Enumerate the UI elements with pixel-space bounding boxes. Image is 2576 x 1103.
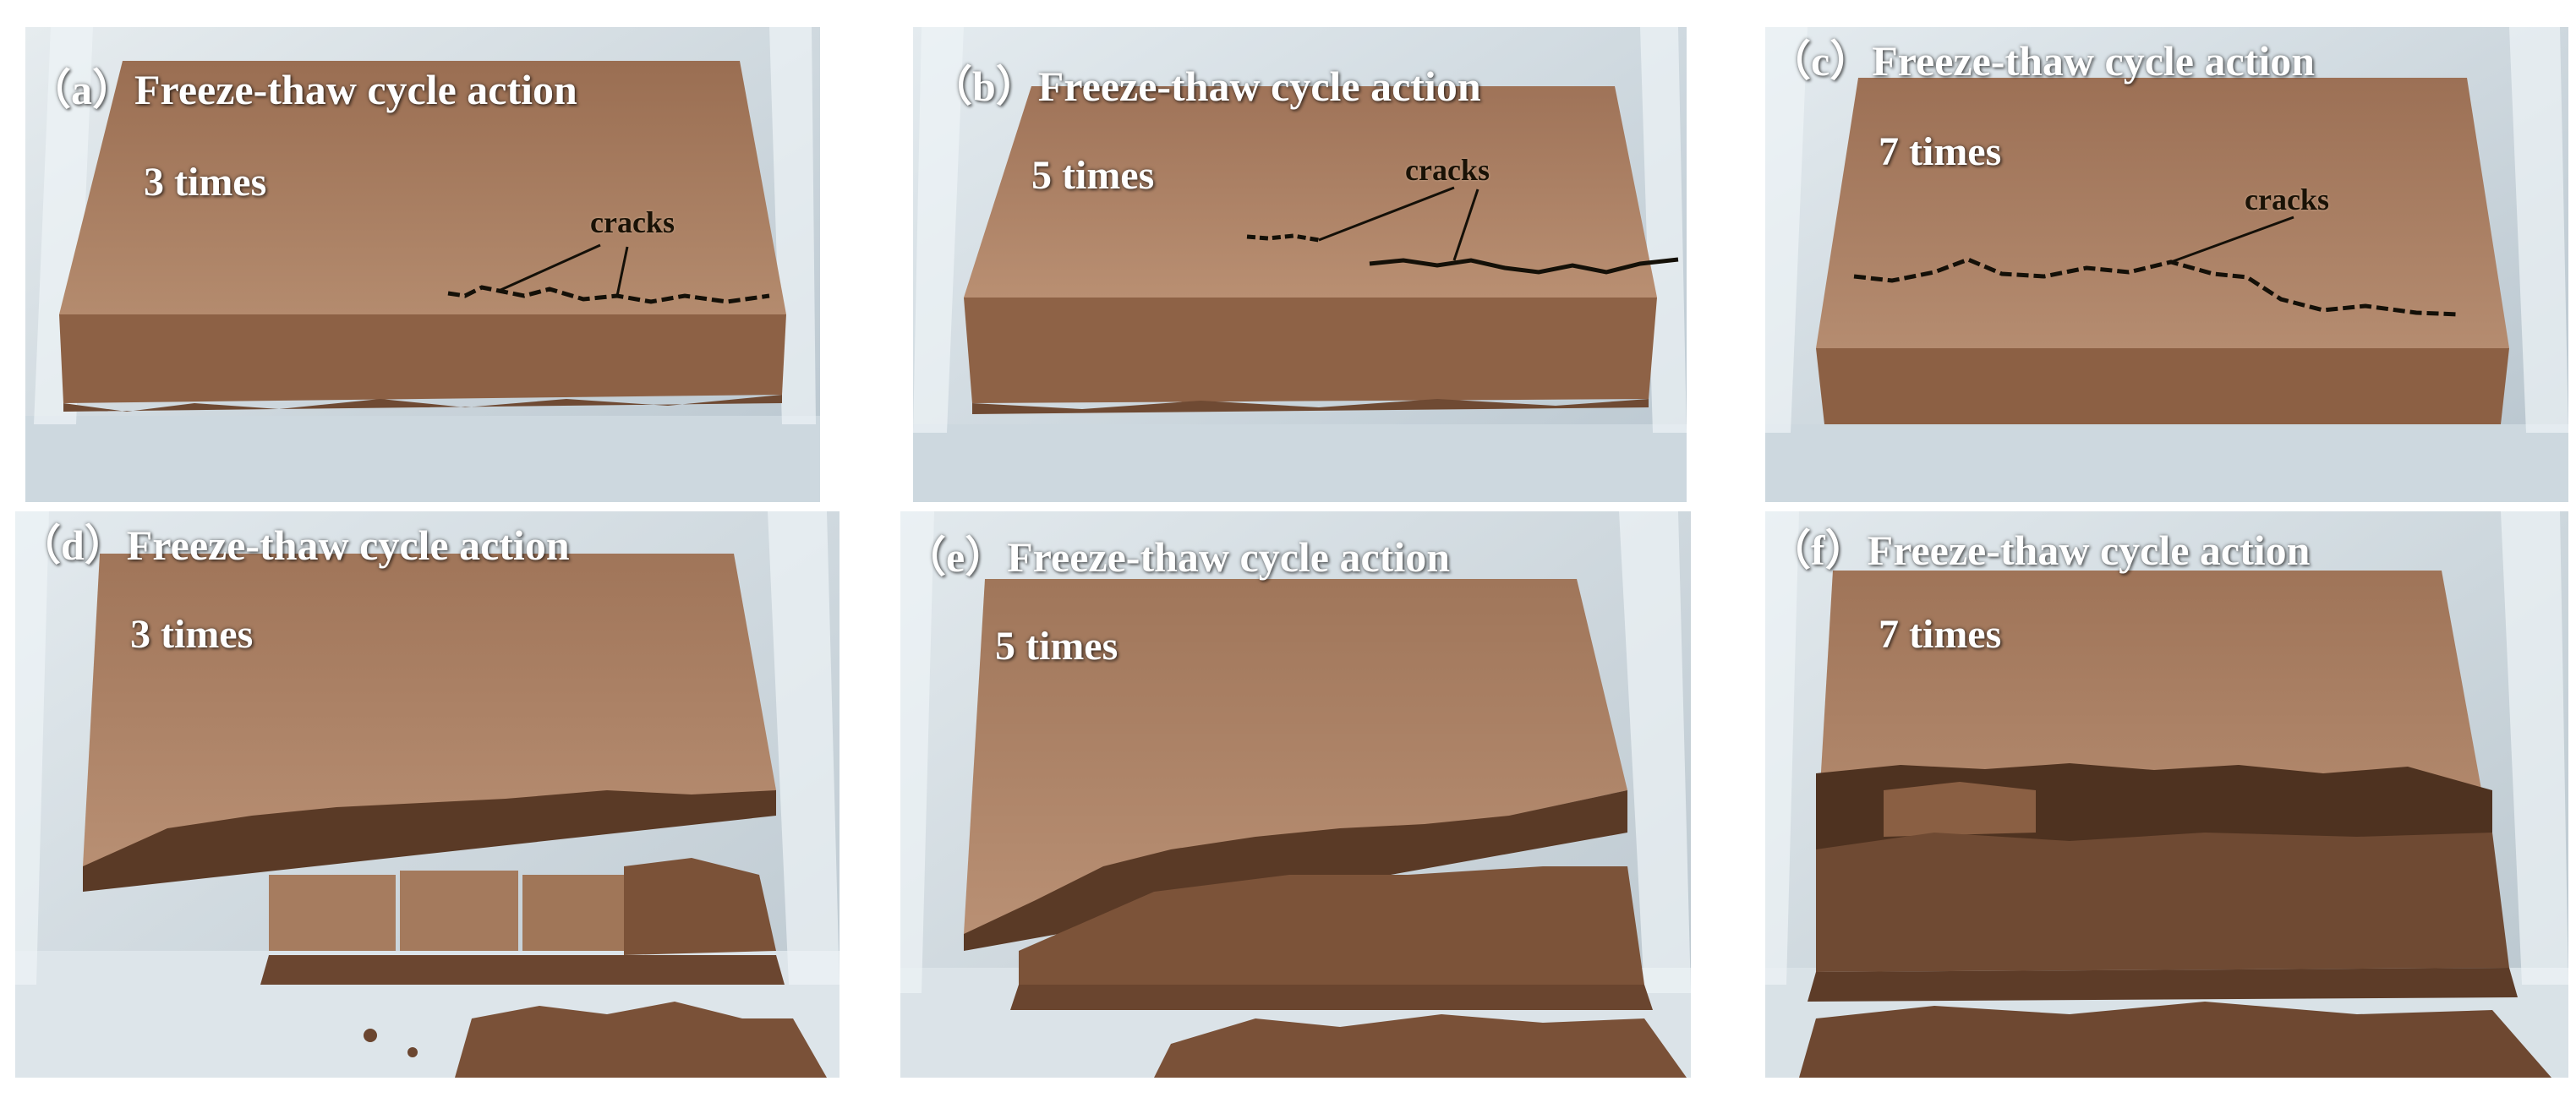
panel-title-e: （e）Freeze-thaw cycle action [904,533,1451,581]
soil-sample-photo-c [1765,27,2568,502]
soil-sample-photo-e [900,511,1691,1078]
cycle-count-e: 5 times [995,624,1118,669]
photo-panel-c: （c）Freeze-thaw cycle action 7 times crac… [1765,27,2568,502]
photo-panel-b: （b）Freeze-thaw cycle action 5 times crac… [913,27,1687,502]
cycle-count-b: 5 times [1031,153,1155,198]
cycle-count-d: 3 times [130,612,254,657]
panel-title-f: （f）Freeze-thaw cycle action [1769,527,2311,574]
photo-panel-f: （f）Freeze-thaw cycle action 7 times [1765,511,2568,1078]
cycle-count-c: 7 times [1879,129,2002,174]
panel-title-b: （b）Freeze-thaw cycle action [930,63,1481,110]
cracks-annotation-a: cracks [590,205,675,239]
panel-title-c: （c）Freeze-thaw cycle action [1769,37,2316,85]
soil-sample-photo-a [25,27,820,502]
photo-panel-e: （e）Freeze-thaw cycle action 5 times [900,511,1691,1078]
cracks-annotation-b: cracks [1405,153,1490,187]
panel-title-d: （d）Freeze-thaw cycle action [19,521,570,569]
cycle-count-a: 3 times [144,160,267,205]
soil-sample-photo-f [1765,511,2568,1078]
photo-panel-a: （a）Freeze-thaw cycle action 3 times crac… [25,27,820,502]
soil-sample-photo-b [913,27,1687,502]
cracks-annotation-c: cracks [2245,183,2329,216]
soil-sample-photo-d [15,511,840,1078]
cycle-count-f: 7 times [1879,612,2002,657]
photo-panel-d: （d）Freeze-thaw cycle action 3 times [15,511,840,1078]
panel-title-a: （a）Freeze-thaw cycle action [29,66,577,113]
